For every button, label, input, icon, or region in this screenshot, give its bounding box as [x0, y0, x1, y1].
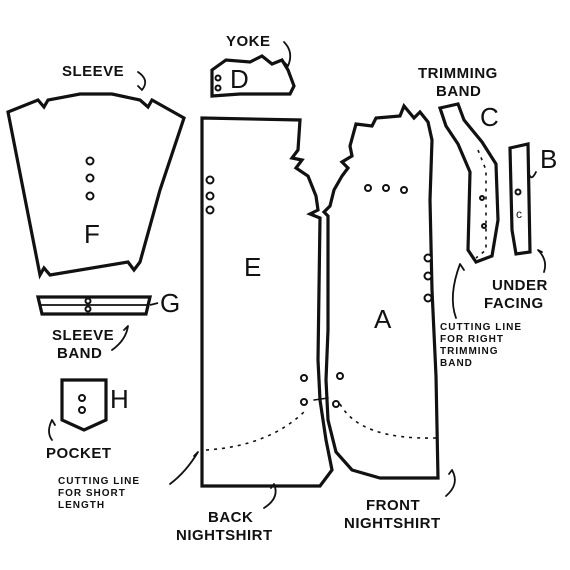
- sleeve-piece: F: [6, 92, 186, 280]
- cutting-line-short-label-line3: LENGTH: [58, 500, 105, 511]
- front-nightshirt-piece: A: [321, 102, 440, 480]
- trimming-band-piece-letter: C: [480, 102, 499, 132]
- back-nightshirt-piece-letter: E: [244, 252, 261, 282]
- front-nightshirt-piece-letter: A: [374, 304, 392, 334]
- front-nightshirt-label-line2: NIGHTSHIRT: [344, 515, 441, 532]
- under-facing-piece-letter: B: [540, 144, 557, 174]
- trimming-band-label-line1: TRIMMING: [418, 65, 498, 82]
- trimming-band-piece: C: [437, 102, 500, 264]
- cutting-line-right-label-line3: TRIMMING: [440, 346, 499, 357]
- sleeve-band-piece: G: [35, 288, 180, 318]
- sleeve-piece-letter: F: [84, 219, 100, 249]
- front-nightshirt-label-line1: FRONT: [366, 497, 420, 514]
- sleeve-label: SLEEVE: [62, 63, 124, 80]
- yoke-piece: D: [210, 54, 296, 98]
- sleeve-band-label-line1: SLEEVE: [52, 327, 114, 344]
- under-facing-piece: c B: [508, 142, 557, 256]
- back-nightshirt-piece: E: [200, 116, 334, 488]
- cutting-line-right-label-line2: FOR RIGHT: [440, 334, 504, 345]
- sleeve-band-label-line2: BAND: [57, 345, 102, 362]
- under-facing-label-line1: UNDER: [492, 277, 548, 294]
- trimming-band-label-line2: BAND: [436, 83, 481, 100]
- under-facing-inner-letter: c: [516, 207, 522, 221]
- under-facing-label-line2: FACING: [484, 295, 544, 312]
- yoke-label: YOKE: [226, 33, 271, 50]
- back-nightshirt-label-line1: BACK: [208, 509, 253, 526]
- cutting-line-right-label-line4: BAND: [440, 358, 473, 369]
- cutting-line-short-label-line2: FOR SHORT: [58, 488, 126, 499]
- back-nightshirt-label-line2: NIGHTSHIRT: [176, 527, 273, 544]
- pocket-piece-letter: H: [110, 384, 129, 414]
- cutting-line-right-label-line1: CUTTING LINE: [440, 322, 522, 333]
- cutting-line-short-label-line1: CUTTING LINE: [58, 476, 140, 487]
- sleeve-band-piece-letter: G: [160, 288, 180, 318]
- yoke-piece-letter: D: [230, 64, 249, 94]
- pocket-piece: H: [60, 378, 129, 432]
- pocket-label: POCKET: [46, 445, 112, 462]
